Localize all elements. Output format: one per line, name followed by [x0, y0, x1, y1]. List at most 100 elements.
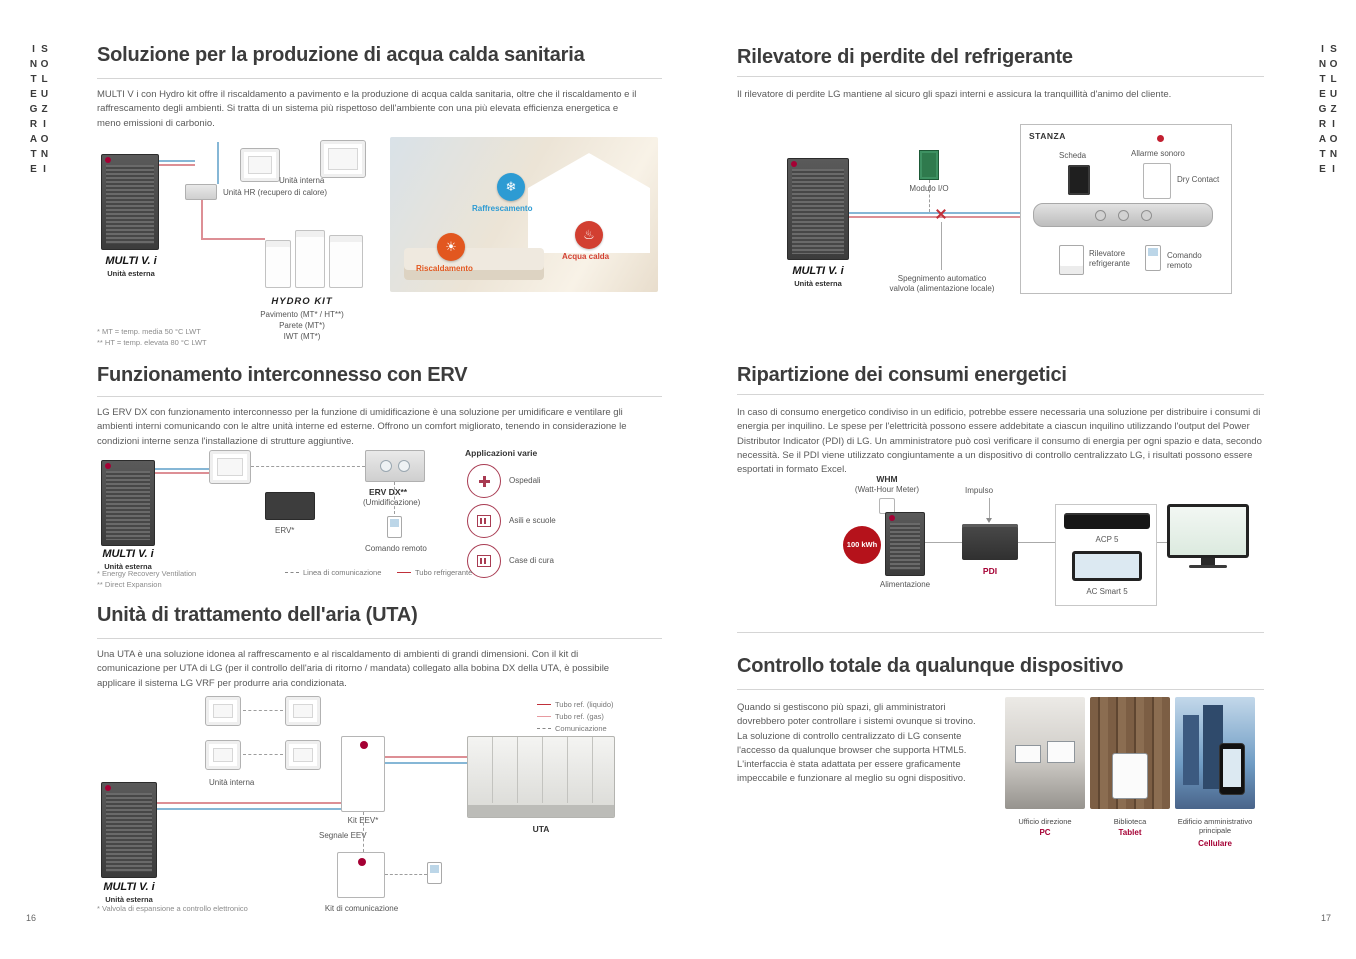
legend-liquid: Tubo ref. (liquido)	[537, 700, 614, 709]
pipe-heat	[155, 472, 209, 474]
hydro-kit-line1: Pavimento (MT* / HT**)	[260, 310, 344, 319]
section-ripartizione-consumi: Ripartizione dei consumi energetici In c…	[737, 364, 1264, 646]
section-body: MULTI V i con Hydro kit offre il riscald…	[97, 89, 637, 129]
tablet-shape	[1112, 753, 1148, 799]
alarm-dot-icon	[1157, 135, 1164, 142]
section-controllo-totale: Controllo totale da qualunque dispositiv…	[737, 645, 1264, 925]
unit-fins	[890, 523, 920, 570]
erv-unit-illustration	[265, 492, 315, 520]
impulse-line	[989, 498, 990, 518]
comm-line	[243, 754, 283, 755]
app-carehomes-label: Case di cura	[509, 556, 554, 565]
title-divider	[97, 638, 662, 639]
io-module-label: Modulo I/O	[909, 184, 949, 193]
pipe-cool	[155, 468, 209, 470]
ceiling-cassette	[205, 740, 241, 770]
hydro-kit-unit	[329, 235, 363, 288]
section-title: Rilevatore di perdite del refrigerante	[737, 46, 1073, 68]
footnote-eev: * Valvola di espansione a controllo elet…	[97, 904, 248, 913]
ceiling-cassette	[320, 140, 366, 178]
remote-label: Comando remoto	[365, 544, 427, 553]
monitor-shape	[1015, 745, 1041, 763]
leak-detector-label: Rilevatore refrigerante	[1089, 249, 1130, 269]
hospital-icon	[467, 464, 501, 498]
outdoor-unit-brand: MULTI V. i	[102, 548, 154, 560]
carehome-icon	[467, 544, 501, 578]
hot-water-icon: ♨	[583, 227, 595, 242]
pipe-heat	[159, 164, 195, 166]
monitor-stand	[1201, 558, 1215, 565]
dry-contact-illustration	[1143, 163, 1171, 199]
section-title: Funzionamento interconnesso con ERV	[97, 364, 468, 386]
section-erv: Funzionamento interconnesso con ERV LG E…	[97, 364, 662, 600]
right-sidebar-vertical-text: SOLUZIONI INTEGRATE	[1317, 44, 1339, 179]
unit-fins	[106, 165, 154, 244]
caption-building: Edificio amministrativo principale	[1177, 817, 1253, 836]
lg-logo-icon	[889, 515, 895, 521]
legend-communication: Comunicazione	[537, 724, 607, 733]
monitor-illustration	[1167, 504, 1249, 558]
ceiling-cassette	[240, 148, 280, 182]
pipe-liquid	[385, 756, 467, 758]
erv-dx-sub: (Umidificazione)	[363, 498, 421, 507]
signal-line	[929, 180, 930, 212]
school-icon	[467, 504, 501, 538]
solid-line-icon	[397, 572, 411, 573]
outdoor-unit-illustration	[885, 512, 925, 576]
heating-badge-label: Riscaldamento	[416, 264, 473, 273]
hydro-kit-unit	[295, 230, 325, 288]
comm-line	[243, 710, 283, 711]
legend-gas-label: Tubo ref. (gas)	[555, 712, 604, 721]
hr-unit-illustration	[185, 184, 217, 200]
section-title: Unità di trattamento dell'aria (UTA)	[97, 604, 418, 626]
dashed-line-icon	[537, 728, 551, 729]
ducted-indoor-unit-illustration	[1033, 203, 1213, 227]
solid-line-icon	[537, 716, 551, 717]
alarm-label: Allarme sonoro	[1131, 149, 1185, 158]
outdoor-unit-label: Unità esterna	[794, 279, 842, 288]
remote-label: Comando remoto	[1167, 251, 1202, 271]
bed-shape	[404, 248, 544, 280]
outdoor-unit-illustration	[101, 782, 157, 878]
title-divider	[737, 689, 1264, 690]
hydro-kit-line3: IWT (MT*)	[283, 332, 321, 341]
phone-screen	[1223, 749, 1241, 787]
footnote-erv: * Energy Recovery Ventilation	[97, 569, 197, 578]
cassette-vent	[213, 748, 233, 762]
hot-water-badge: ♨	[575, 221, 603, 249]
section-body: Il rilevatore di perdite LG mantiene al …	[737, 89, 1172, 100]
pipe-gas	[157, 808, 341, 810]
fan-icon	[1094, 209, 1106, 221]
remote-controller-illustration	[1145, 245, 1161, 271]
title-divider	[97, 78, 662, 79]
kwh-badge: 100 kWh	[843, 526, 881, 564]
pipe-liquid	[157, 802, 341, 804]
indoor-unit-label: Unità interna	[279, 176, 325, 185]
lg-logo-icon	[105, 463, 111, 469]
solid-line-icon	[537, 704, 551, 705]
comm-line	[394, 482, 395, 514]
section-title: Controllo totale da qualunque dispositiv…	[737, 655, 1124, 677]
legend-refrigerant-label: Tubo refrigerante	[415, 568, 473, 577]
pipe-cool	[159, 160, 195, 162]
snowflake-icon: ❄	[505, 179, 517, 194]
legend-refrigerant: Tubo refrigerante	[397, 568, 472, 577]
acp5-label: ACP 5	[1095, 535, 1119, 544]
wire-line	[887, 542, 965, 543]
hydro-kit-unit	[265, 240, 291, 288]
power-label: Alimentazione	[879, 580, 931, 589]
outdoor-unit-brand: MULTI V. i	[103, 881, 155, 893]
section-title: Soluzione per la produzione di acqua cal…	[97, 44, 585, 66]
room-box: STANZA Scheda Allarme sonoro Dry Contact…	[1020, 124, 1232, 294]
down-arrow-icon	[986, 518, 992, 523]
monitor-base	[1189, 565, 1227, 568]
io-module-illustration	[919, 150, 939, 180]
section-body: Una UTA è una soluzione idonea al raffre…	[97, 649, 610, 689]
section-title: Ripartizione dei consumi energetici	[737, 364, 1067, 386]
section-divider	[737, 632, 1264, 633]
page-number-left: 16	[26, 913, 37, 923]
bedroom-photo: ❄ Raffrescamento ♨ Acqua calda ☀ Riscald…	[390, 137, 658, 292]
pipe-gas	[385, 762, 467, 764]
section-body: Quando si gestiscono più spazi, gli ammi…	[737, 702, 976, 785]
